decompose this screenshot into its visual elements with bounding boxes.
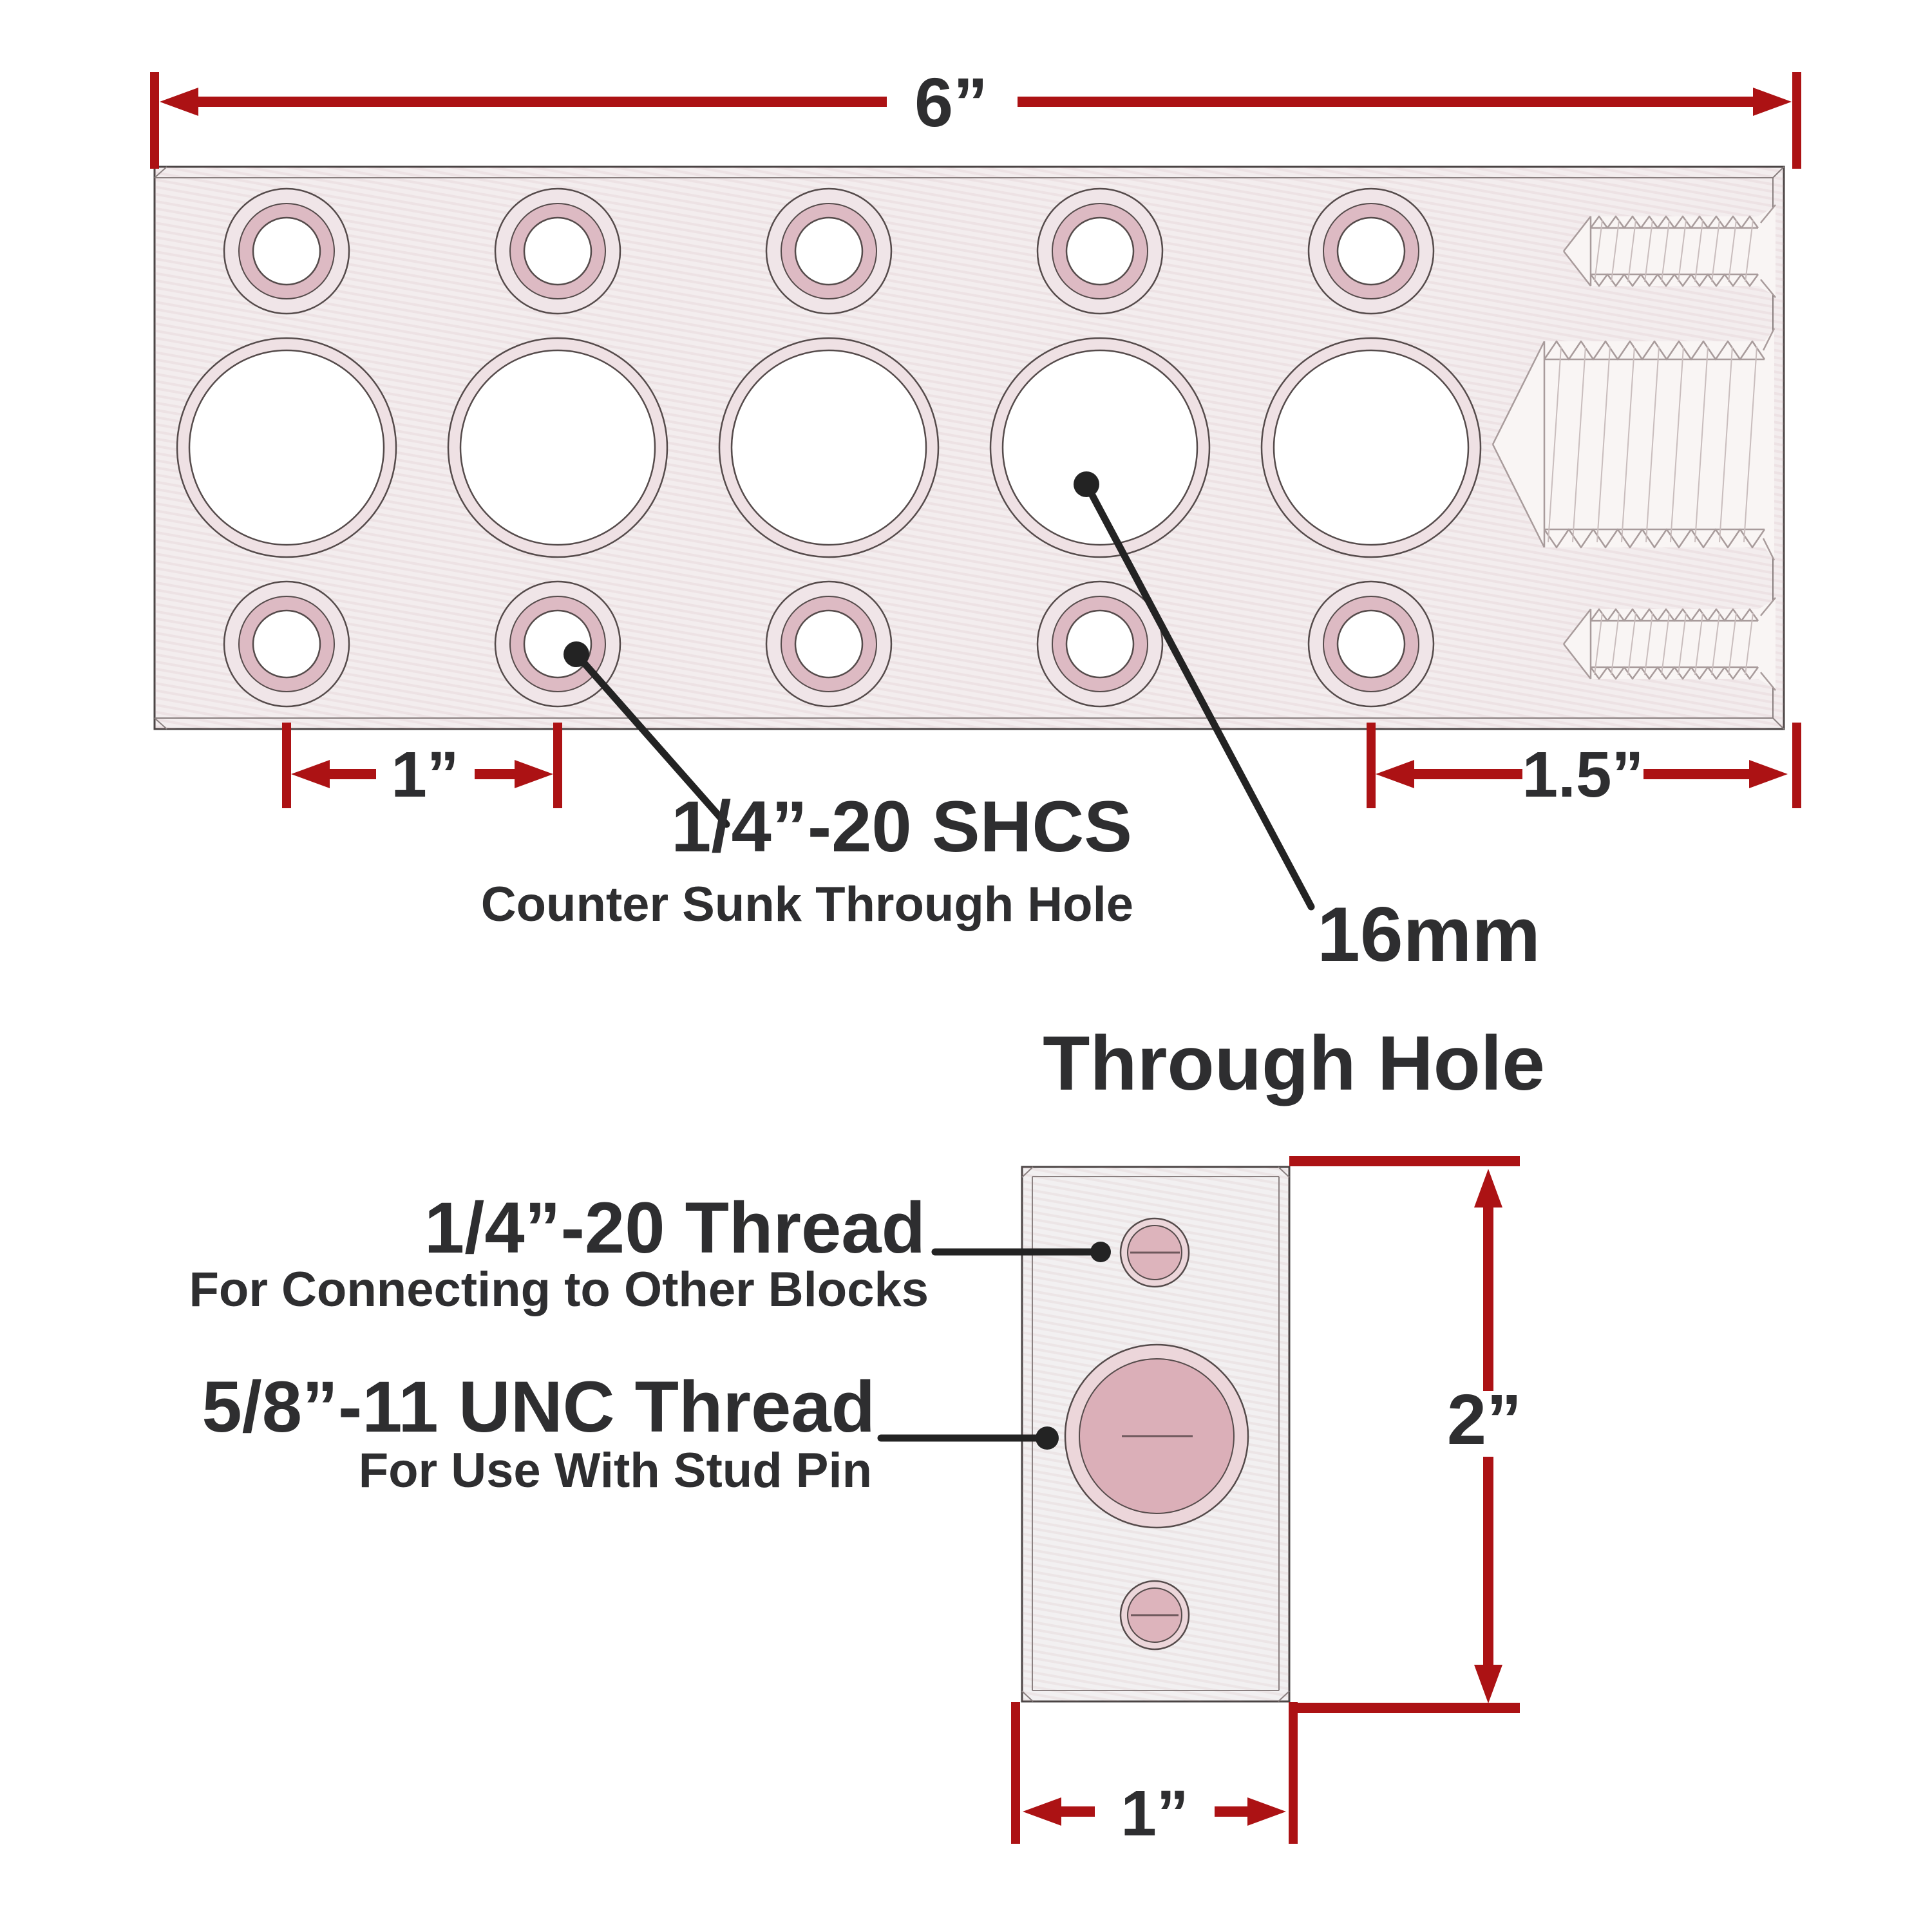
arrowhead-left-icon bbox=[160, 88, 198, 116]
dim-1-5in-value: 1.5” bbox=[1522, 739, 1643, 811]
dim-6in-value: 6” bbox=[914, 63, 988, 141]
quarter-thread-subtitle: For Connecting to Other Blocks bbox=[189, 1262, 929, 1317]
dimension-6in: 6” bbox=[150, 63, 1801, 169]
dim-1in-width-value: 1” bbox=[1121, 1777, 1189, 1850]
end-view-figure: 1/4”-20 Thread For Connecting to Other B… bbox=[189, 1156, 1522, 1850]
16mm-through-hole bbox=[718, 337, 940, 558]
dim-shaft-right bbox=[1215, 1806, 1250, 1817]
countersunk-hole bbox=[223, 187, 350, 315]
callout-leader-line bbox=[573, 650, 730, 828]
plate-corner-chamfers bbox=[154, 166, 1785, 730]
arrowhead-right-icon bbox=[1749, 760, 1788, 788]
countersunk-hole bbox=[223, 580, 350, 708]
arrowhead-left-icon bbox=[1023, 1797, 1061, 1826]
callout-dot-icon bbox=[1074, 471, 1099, 497]
dim-tick-left bbox=[1367, 723, 1376, 808]
dim-ext-top bbox=[1289, 1156, 1520, 1166]
arrowhead-up-icon bbox=[1474, 1169, 1502, 1208]
dimension-1in-width: 1” bbox=[1011, 1702, 1298, 1850]
callout-leader-line bbox=[1083, 480, 1315, 911]
countersunk-hole bbox=[1036, 580, 1164, 708]
dim-1in-value: 1” bbox=[391, 739, 459, 811]
shcs-subtitle: Counter Sunk Through Hole bbox=[481, 877, 1133, 932]
quarter-thread-title: 1/4”-20 Thread bbox=[424, 1188, 925, 1268]
dim-shaft-right bbox=[475, 769, 517, 779]
dim-tick-right bbox=[1792, 723, 1801, 808]
block-corner-chamfers bbox=[1021, 1166, 1290, 1702]
dim-tick-right bbox=[1792, 72, 1801, 169]
arrowhead-left-icon bbox=[291, 760, 330, 788]
block-edge-slivers bbox=[1032, 1176, 1280, 1691]
arrowhead-left-icon bbox=[1376, 760, 1414, 788]
unc-thread-middle-section bbox=[1492, 327, 1776, 562]
countersunk-hole bbox=[765, 187, 893, 315]
arrowhead-right-icon bbox=[1247, 1797, 1286, 1826]
dim-shaft-right bbox=[1643, 769, 1750, 779]
countersunk-hole bbox=[1307, 187, 1435, 315]
callout-16mm: 16mm Through Hole bbox=[1043, 471, 1545, 1106]
countersunk-hole bbox=[1307, 580, 1435, 708]
countersunk-hole bbox=[1036, 187, 1164, 315]
unc-thread-title: 5/8”-11 UNC Thread bbox=[202, 1367, 875, 1447]
dim-tick-left bbox=[150, 72, 159, 169]
dim-shaft-right bbox=[1018, 97, 1753, 107]
quarter-thread-top-section bbox=[1562, 204, 1777, 299]
dimension-2in: 2” bbox=[1289, 1156, 1522, 1713]
dim-shaft-left bbox=[327, 769, 376, 779]
quarter-thread-bottom-section bbox=[1562, 596, 1777, 692]
arrowhead-down-icon bbox=[1474, 1665, 1502, 1703]
dim-tick-left bbox=[1011, 1702, 1020, 1844]
dim-shaft-left bbox=[196, 97, 887, 107]
arrowhead-right-icon bbox=[1753, 88, 1792, 116]
callout-dot-icon bbox=[1090, 1242, 1111, 1262]
dimension-1in-spacing: 1” bbox=[282, 723, 562, 811]
dim-tick-right bbox=[1289, 1702, 1298, 1844]
dim-2in-value: 2” bbox=[1447, 1380, 1522, 1459]
dim-shaft-left bbox=[1059, 1806, 1095, 1817]
dim-shaft-top bbox=[1483, 1203, 1493, 1391]
dim-shaft-left bbox=[1412, 769, 1522, 779]
countersunk-hole bbox=[765, 580, 893, 708]
callout-dot-icon bbox=[1036, 1426, 1059, 1450]
callout-shcs: 1/4”-20 SHCS Counter Sunk Through Hole bbox=[481, 641, 1133, 932]
arrowhead-right-icon bbox=[515, 760, 553, 788]
dim-tick-right bbox=[553, 723, 562, 808]
16mm-through-hole bbox=[447, 337, 668, 558]
shcs-title: 1/4”-20 SHCS bbox=[671, 786, 1132, 867]
16mm-through-hole bbox=[989, 337, 1211, 558]
dimension-1-5in: 1.5” bbox=[1367, 723, 1801, 811]
callout-unc-thread: 5/8”-11 UNC Thread For Use With Stud Pin bbox=[202, 1367, 1059, 1498]
dim-ext-bottom bbox=[1289, 1703, 1520, 1713]
top-view-figure: 6” 1” 1.5” 1/4”-20 SHCS Counte bbox=[150, 63, 1801, 1106]
16mm-title: 16mm bbox=[1317, 891, 1540, 978]
callout-quarter-thread: 1/4”-20 Thread For Connecting to Other B… bbox=[189, 1188, 1111, 1317]
16mm-through-hole bbox=[176, 337, 397, 558]
unc-thread-subtitle: For Use With Stud Pin bbox=[359, 1443, 872, 1498]
16mm-subtitle: Through Hole bbox=[1043, 1020, 1545, 1106]
end-thread-holes bbox=[1064, 1217, 1249, 1651]
countersunk-hole bbox=[494, 187, 621, 315]
callout-dot-icon bbox=[564, 641, 589, 667]
dim-shaft-bottom bbox=[1483, 1457, 1493, 1666]
dim-tick-left bbox=[282, 723, 291, 808]
16mm-through-hole bbox=[1260, 337, 1482, 558]
